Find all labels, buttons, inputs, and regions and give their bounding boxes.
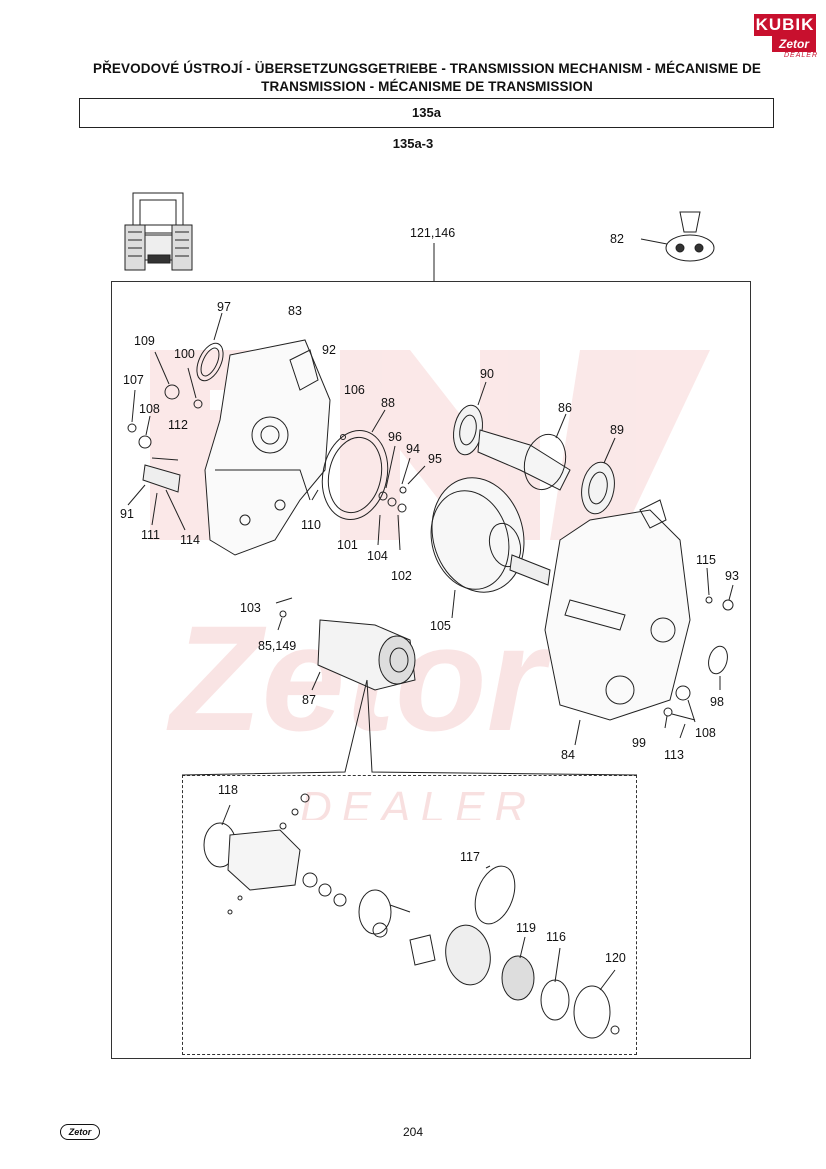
part-label-88: 88 <box>381 396 395 410</box>
part-label-120: 120 <box>605 951 626 965</box>
part-label-102: 102 <box>391 569 412 583</box>
diagram-frame <box>111 281 751 1059</box>
part-label-107: 107 <box>123 373 144 387</box>
part-label-97: 97 <box>217 300 231 314</box>
kubik-logo-text: KUBIK <box>754 14 816 36</box>
pin-103-105 <box>275 597 293 631</box>
part-label-82: 82 <box>610 232 624 246</box>
zetor-logo-text: Zetor <box>772 36 816 52</box>
front-housing-part <box>204 339 331 556</box>
part-label-106: 106 <box>344 383 365 397</box>
part-label-108-left: 108 <box>139 402 160 416</box>
gear-shaft-86 <box>477 413 571 491</box>
small-fittings-right <box>663 567 734 739</box>
part-label-95: 95 <box>428 452 442 466</box>
group-code-box: 135a <box>79 98 774 128</box>
part-label-93: 93 <box>725 569 739 583</box>
part-label-94: 94 <box>406 442 420 456</box>
part-label-92: 92 <box>322 343 336 357</box>
title-line-2: TRANSMISSION - MÉCANISME DE TRANSMISSION <box>261 79 593 94</box>
part-label-119: 119 <box>516 921 536 935</box>
part-label-117: 117 <box>460 850 480 864</box>
part-label-113: 113 <box>664 748 684 762</box>
ring-97 <box>196 312 224 382</box>
part-label-100: 100 <box>174 347 195 361</box>
part-label-85-149: 105 <box>430 619 451 633</box>
page-number: 204 <box>402 1125 424 1139</box>
part-label-111: 111 <box>141 528 160 542</box>
part-label-101: 101 <box>337 538 358 552</box>
part-label-112: 112 <box>168 418 188 432</box>
gasket-88 <box>311 409 389 521</box>
part-label-91: 91 <box>120 507 134 521</box>
part-label-114: 114 <box>180 533 200 547</box>
part-label-89: 89 <box>610 423 624 437</box>
part-label-86: 86 <box>558 401 572 415</box>
frame-label: 121,146 <box>410 226 455 240</box>
group-code: 135a <box>412 105 441 120</box>
part-label-90: 90 <box>480 367 494 381</box>
title-line-1: PŘEVODOVÉ ÚSTROJÍ - ÜBERSETZUNGSGETRIEBE… <box>92 61 762 76</box>
part-label-116: 116 <box>546 930 566 944</box>
part-label-118: 118 <box>218 783 238 797</box>
kubik-zetor-logo: KUBIK Zetor DEALER <box>754 14 819 60</box>
sub-code: 135a-3 <box>392 136 434 151</box>
part-label-110: 110 <box>301 518 321 532</box>
tractor-icon <box>124 192 193 271</box>
small-fittings-center <box>377 445 426 551</box>
hydraulic-unit-87 <box>181 619 638 776</box>
clutch-drum-85 <box>430 477 551 619</box>
part-label-103: 103 <box>240 601 261 615</box>
part-label-96: 96 <box>388 430 402 444</box>
bearing-89 <box>581 437 616 515</box>
part-label-84: 84 <box>561 748 575 762</box>
part-label-87: 87 <box>302 693 316 707</box>
inset-exploded-parts <box>203 793 620 1039</box>
page-title: PŘEVODOVÉ ÚSTROJÍ - ÜBERSETZUNGSGETRIEBE… <box>80 60 774 96</box>
key-fob-icon <box>640 211 715 262</box>
part-label-98: 98 <box>710 695 724 709</box>
part-label-109: 109 <box>134 334 155 348</box>
footer-zetor-logo: Zetor <box>60 1124 100 1140</box>
part-label-115: 115 <box>696 553 716 567</box>
part-label-108-right: 108 <box>695 726 716 740</box>
part-label-104: 104 <box>367 549 388 563</box>
rear-housing-part <box>544 499 691 746</box>
part-label-83: 83 <box>288 304 302 318</box>
part-label-105: 85,149 <box>258 639 296 653</box>
part-label-99: 99 <box>632 736 646 750</box>
exploded-inset-frame <box>182 775 637 1055</box>
small-fittings-left <box>127 351 203 531</box>
dealer-logo-text: DEALER <box>784 52 819 59</box>
bearing-90 <box>453 381 487 456</box>
